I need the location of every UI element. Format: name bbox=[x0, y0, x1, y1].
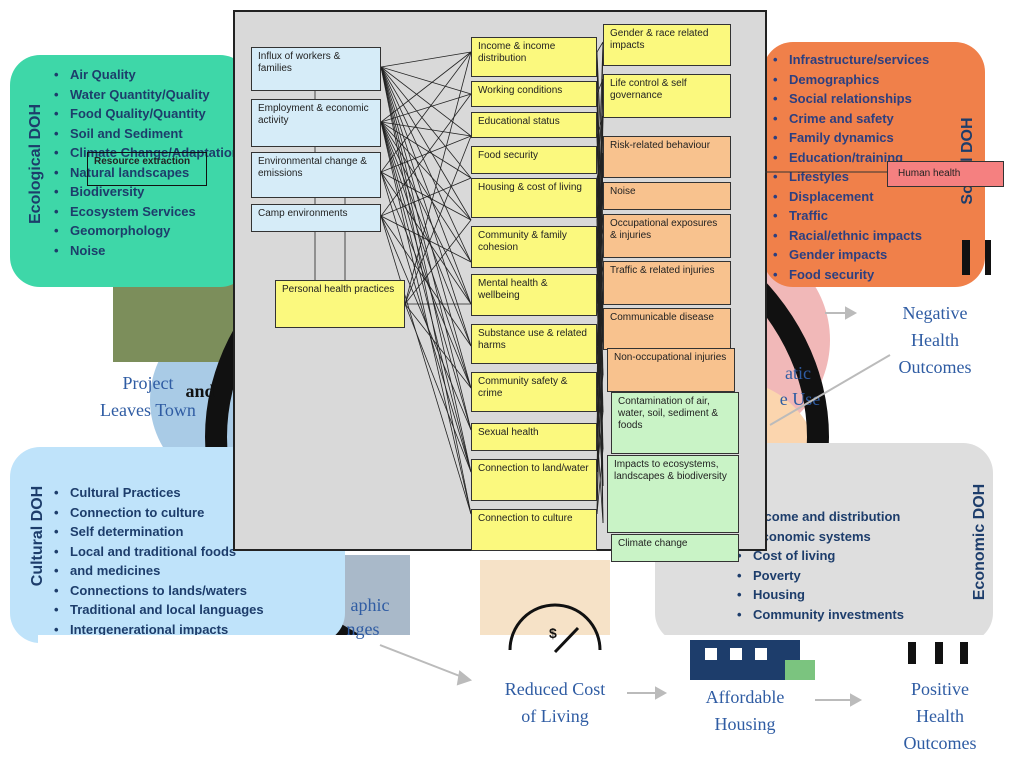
economic-doh-item: Community investments bbox=[735, 605, 904, 625]
node-educational-status: Educational status bbox=[471, 112, 597, 138]
economic-doh-list: Income and distributionEconomic systemsC… bbox=[735, 507, 904, 624]
cultural-doh-item: Connection to culture bbox=[52, 503, 264, 523]
node-contamination: Contamination of air, water, soil, sedim… bbox=[611, 392, 739, 454]
cultural-doh-item: Connections to lands/waters bbox=[52, 581, 264, 601]
node-community-cohesion: Community & family cohesion bbox=[471, 226, 597, 268]
node-communicable: Communicable disease bbox=[603, 308, 731, 350]
social-doh-item: Food security bbox=[771, 265, 929, 285]
economic-doh-item: Cost of living bbox=[735, 546, 904, 566]
social-doh-item: Traffic bbox=[771, 206, 929, 226]
cultural-doh-item: Cultural Practices bbox=[52, 483, 264, 503]
people-icon-top bbox=[962, 240, 991, 275]
dollar-icon: $ bbox=[549, 625, 557, 641]
bottom-strip bbox=[38, 635, 1031, 751]
cultural-doh-item: Self determination bbox=[52, 522, 264, 542]
partial-bottom-left-1: aphic bbox=[350, 595, 390, 615]
cultural-doh-list: Cultural PracticesConnection to cultureS… bbox=[52, 483, 264, 639]
node-mental-health: Mental health & wellbeing bbox=[471, 274, 597, 316]
ecological-doh-item: Water Quantity/Quality bbox=[52, 85, 240, 105]
ecological-doh-item: Noise bbox=[52, 241, 240, 261]
node-connection-land: Connection to land/water bbox=[471, 459, 597, 501]
and-partial-text: and bbox=[185, 381, 215, 401]
social-doh-item: Family dynamics bbox=[771, 128, 929, 148]
node-working-conditions: Working conditions bbox=[471, 81, 597, 107]
node-housing: Housing & cost of living bbox=[471, 178, 597, 218]
social-doh-list: Infrastructure/servicesDemographicsSocia… bbox=[771, 50, 929, 284]
speedometer-icon bbox=[508, 603, 602, 654]
node-traffic: Traffic & related injuries bbox=[603, 261, 731, 305]
node-risk-behaviour: Risk-related behaviour bbox=[603, 136, 731, 178]
ecological-doh-item: Geomorphology bbox=[52, 221, 240, 241]
partial-bottom-left-2: nges bbox=[346, 619, 380, 639]
ecological-doh-list: Air QualityWater Quantity/QualityFood Qu… bbox=[52, 65, 240, 260]
node-ecosystem-impacts: Impacts to ecosystems, landscapes & biod… bbox=[607, 455, 739, 533]
partial-right-top: atic bbox=[785, 363, 811, 383]
social-doh-item: Demographics bbox=[771, 70, 929, 90]
ecological-doh-item: Air Quality bbox=[52, 65, 240, 85]
partial-right-bottom: e Use bbox=[779, 389, 821, 409]
node-substance-use: Substance use & related harms bbox=[471, 324, 597, 364]
node-resource-extraction: Resource extraction bbox=[87, 152, 207, 186]
ecological-doh-item: Food Quality/Quantity bbox=[52, 104, 240, 124]
ecological-doh-item: Soil and Sediment bbox=[52, 124, 240, 144]
ecological-doh-item: Biodiversity bbox=[52, 182, 240, 202]
social-doh-item: Infrastructure/services bbox=[771, 50, 929, 70]
social-doh-item: Displacement bbox=[771, 187, 929, 207]
social-doh-item: Crime and safety bbox=[771, 109, 929, 129]
node-food-security: Food security bbox=[471, 146, 597, 174]
social-doh-item: Gender impacts bbox=[771, 245, 929, 265]
social-doh-item: Lifestyles bbox=[771, 167, 929, 187]
node-community-safety: Community safety & crime bbox=[471, 372, 597, 412]
social-doh-item: Education/training bbox=[771, 148, 929, 168]
node-noise: Noise bbox=[603, 182, 731, 210]
social-doh-item: Social relationships bbox=[771, 89, 929, 109]
node-personal-health: Personal health practices bbox=[275, 280, 405, 328]
ecological-doh-item: Natural landscapes bbox=[52, 163, 240, 183]
house-icon bbox=[690, 640, 815, 680]
node-gender-race: Gender & race related impacts bbox=[603, 24, 731, 66]
node-influx-workers: Influx of workers & families bbox=[251, 47, 381, 91]
node-income: Income & income distribution bbox=[471, 37, 597, 77]
node-connection-culture: Connection to culture bbox=[471, 509, 597, 551]
node-sexual-health: Sexual health bbox=[471, 423, 597, 451]
node-life-control: Life control & self governance bbox=[603, 74, 731, 118]
node-environmental-change: Environmental change & emissions bbox=[251, 152, 381, 198]
arrow-icon bbox=[379, 306, 891, 707]
node-human-health: Human health bbox=[887, 161, 1004, 187]
economic-doh-item: Housing bbox=[735, 585, 904, 605]
cultural-doh-item: Traditional and local languages bbox=[52, 600, 264, 620]
economic-doh-item: Poverty bbox=[735, 566, 904, 586]
node-camp-environments: Camp environments bbox=[251, 204, 381, 232]
social-doh-item: Racial/ethnic impacts bbox=[771, 226, 929, 246]
node-climate-change: Climate change bbox=[611, 534, 739, 562]
causal-pathway-diagram: Influx of workers & families Employment … bbox=[87, 10, 767, 562]
people-icon bbox=[908, 642, 968, 664]
causal-links bbox=[314, 41, 604, 524]
cultural-doh-item: Intergenerational impacts bbox=[52, 620, 264, 640]
cultural-doh-item: Local and traditional foods bbox=[52, 542, 264, 562]
cultural-doh-item: and medicines bbox=[52, 561, 264, 581]
link-lines bbox=[314, 41, 604, 524]
node-employment: Employment & economic activity bbox=[251, 99, 381, 147]
ecological-doh-item: Ecosystem Services bbox=[52, 202, 240, 222]
node-non-occupational: Non-occupational injuries bbox=[607, 348, 735, 392]
node-occupational: Occupational exposures & injuries bbox=[603, 214, 731, 258]
social-doh-panel: Infrastructure/servicesDemographicsSocia… bbox=[763, 42, 985, 287]
ecological-doh-panel: Ecological DOH Air QualityWater Quantity… bbox=[10, 55, 250, 287]
